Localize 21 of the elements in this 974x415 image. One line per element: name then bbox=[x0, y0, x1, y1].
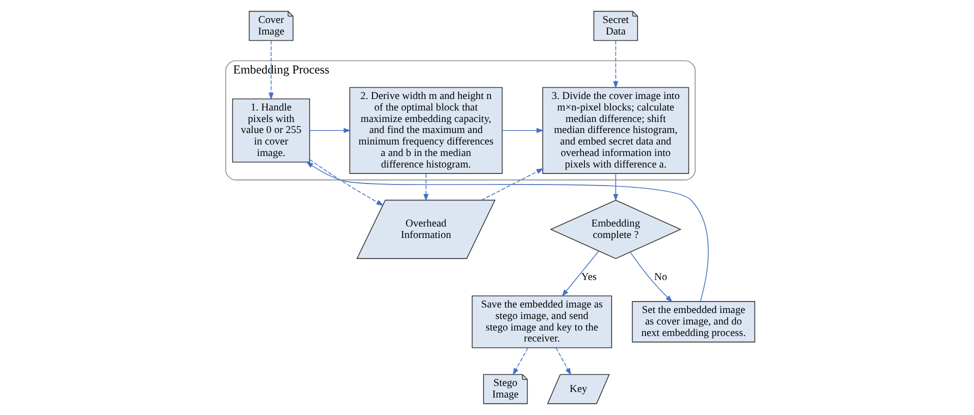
arrow bbox=[423, 173, 429, 202]
arrow bbox=[268, 40, 274, 100]
node-box: 2. Derive width m and height n of the optimal block that maximize embedding capacity, and find the maximum and minimum frequency differences a and b in the median difference histogram. bbox=[349, 87, 503, 174]
node-box: 1. Handle pixels with value 0 or 255 in cover image. bbox=[232, 98, 310, 162]
edge-label: No bbox=[654, 272, 668, 283]
node-diamond: Embedding complete ? bbox=[550, 200, 682, 260]
arrow bbox=[630, 252, 673, 302]
arrow bbox=[556, 347, 572, 376]
arrow bbox=[480, 168, 544, 201]
node-box: 3. Divide the cover image into m×n-pixel blocks; calculate median difference; shift median difference histogram, and embed secret data and overhead information into pixels with difference a. bbox=[542, 87, 690, 174]
arrow bbox=[562, 250, 600, 297]
arrow bbox=[512, 347, 528, 376]
node-box: Save the embedded image as stego image, and send stego image and key to the receiver. bbox=[472, 295, 612, 348]
arrow bbox=[306, 161, 709, 302]
arrow bbox=[502, 128, 544, 134]
arrow bbox=[309, 159, 384, 206]
arrow bbox=[613, 40, 618, 89]
arrow bbox=[309, 128, 351, 134]
node-box: Set the embedded image as cover image, and do next embedding process. bbox=[632, 301, 756, 342]
arrow bbox=[613, 173, 618, 202]
edge-label: Yes bbox=[581, 272, 597, 283]
